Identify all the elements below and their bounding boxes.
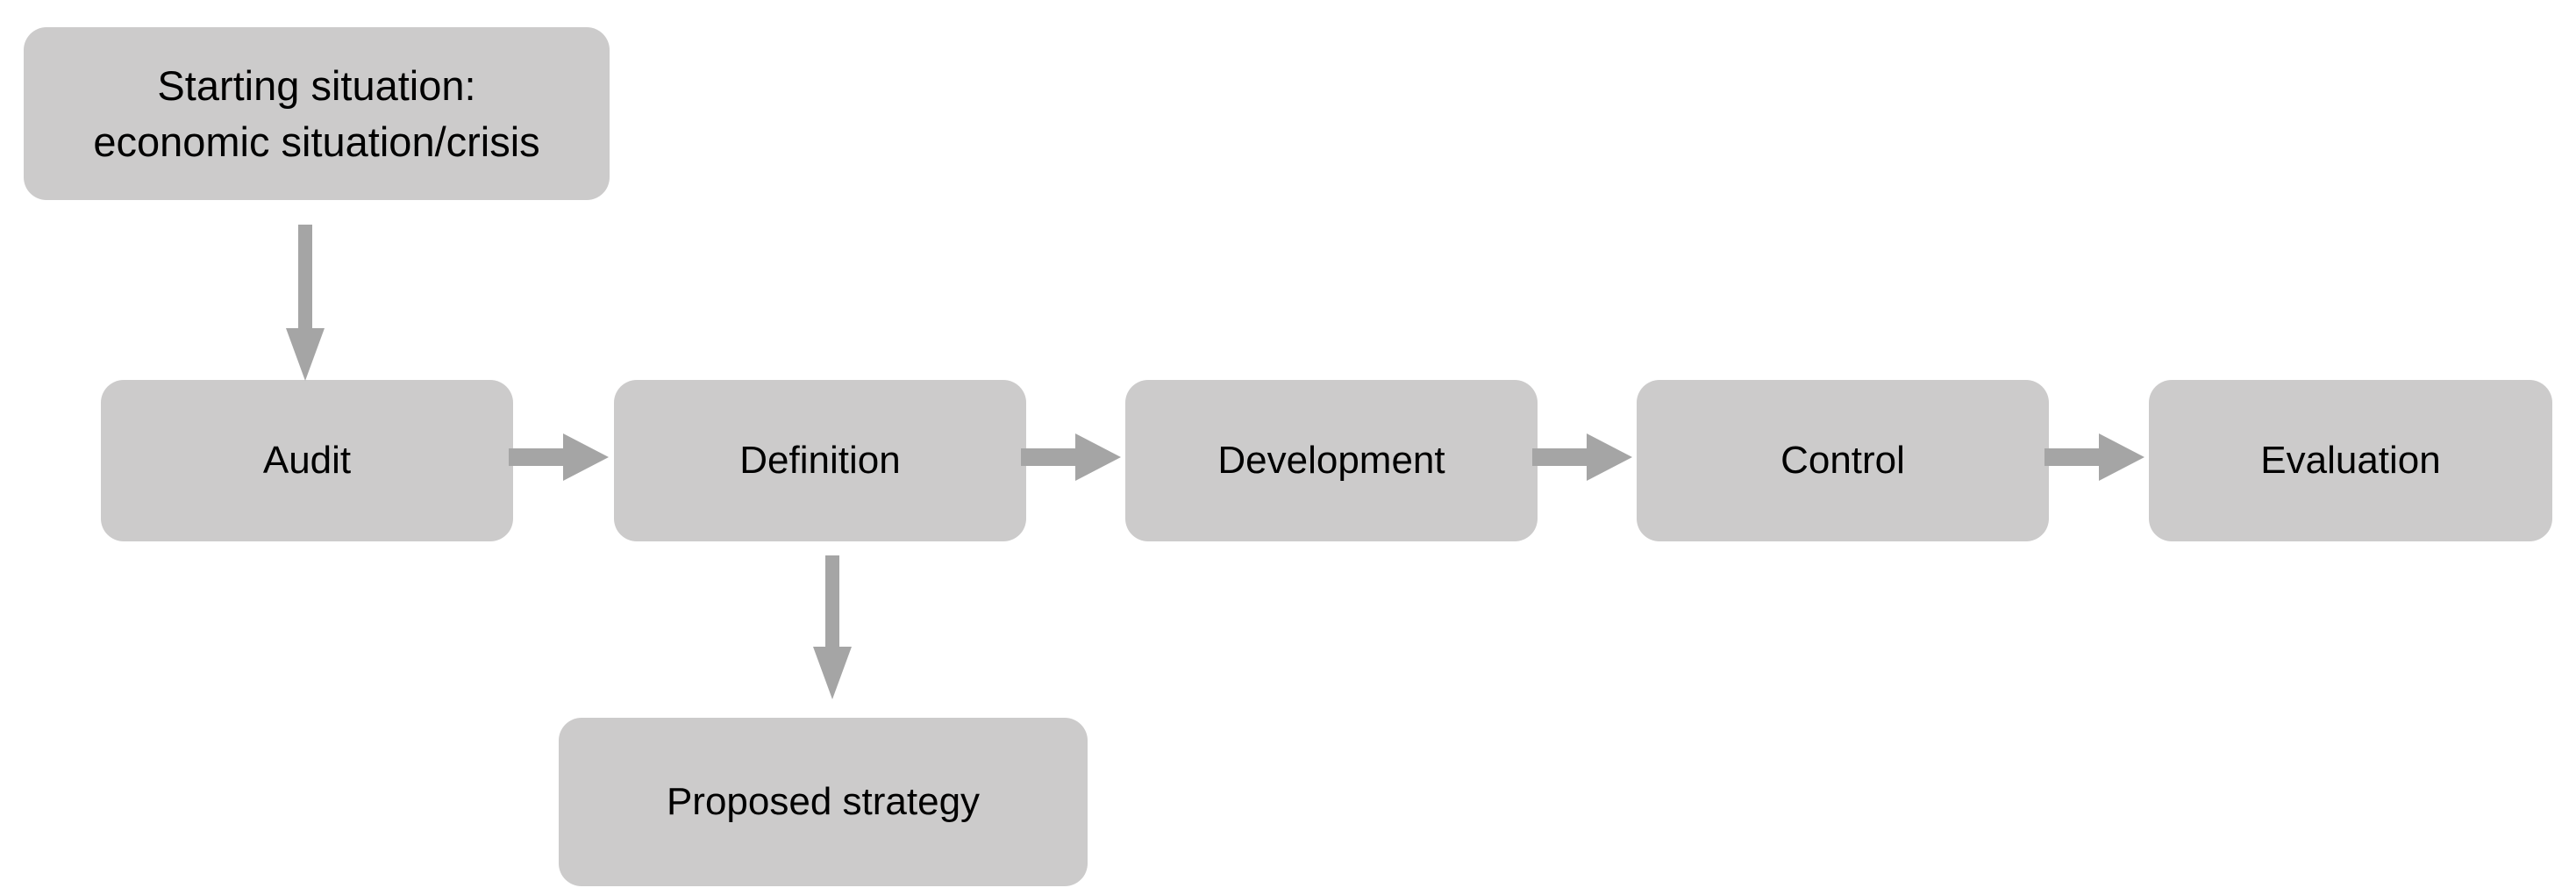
node-definition-label: Definition xyxy=(739,439,901,483)
node-development[interactable]: Development xyxy=(1125,380,1538,541)
arrow-down-icon-definition-to-strategy xyxy=(813,555,852,699)
node-audit[interactable]: Audit xyxy=(101,380,513,541)
node-control[interactable]: Control xyxy=(1637,380,2049,541)
node-definition[interactable]: Definition xyxy=(614,380,1026,541)
node-proposed-strategy[interactable]: Proposed strategy xyxy=(559,718,1088,886)
node-audit-label: Audit xyxy=(262,439,352,483)
arrow-right-icon-definition-to-development xyxy=(1021,433,1121,481)
node-proposed-strategy-label: Proposed strategy xyxy=(666,780,981,824)
node-starting-situation-label: Starting situation: economic situation/c… xyxy=(93,62,540,165)
arrow-right-icon-development-to-control xyxy=(1532,433,1632,481)
arrow-right-icon-control-to-evaluation xyxy=(2044,433,2144,481)
arrow-right-icon-audit-to-definition xyxy=(509,433,609,481)
node-evaluation[interactable]: Evaluation xyxy=(2149,380,2552,541)
arrow-down-icon-start-to-audit xyxy=(286,225,325,381)
node-control-label: Control xyxy=(1780,439,1905,483)
node-development-label: Development xyxy=(1217,439,1445,483)
node-starting-situation[interactable]: Starting situation: economic situation/c… xyxy=(24,27,610,200)
node-evaluation-label: Evaluation xyxy=(2260,439,2441,483)
